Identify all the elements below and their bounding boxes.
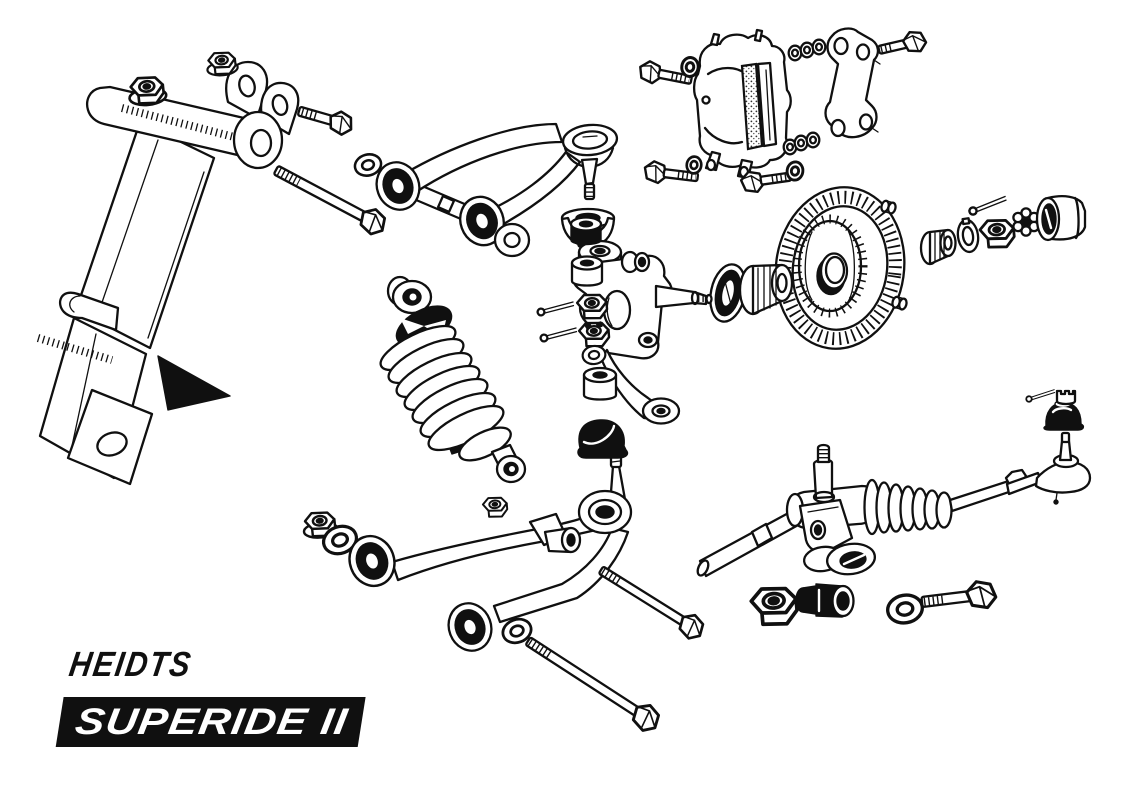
caliper-shim-washers-top [787, 38, 827, 62]
upper-ball-joint [580, 157, 599, 201]
coil-spring [379, 324, 505, 455]
spindle-cotter-pin [966, 195, 1009, 217]
lca-rear-bushing [440, 596, 500, 658]
lca-pivot-bolt-front [598, 566, 710, 644]
caliper-washer-2 [684, 154, 704, 176]
caliper-mount-bracket [824, 27, 881, 139]
inner-wheel-bearing [738, 263, 794, 316]
shock-nut [481, 495, 509, 520]
tie-rod-castle-nut [1055, 389, 1077, 406]
caliper-bolt-4 [877, 27, 929, 56]
brand-wordmark: HEIDTS [67, 645, 195, 684]
lca-pivot-bolt-rear [525, 636, 666, 737]
inner-tie-rod [948, 468, 1043, 513]
caliper-washer-3 [784, 159, 806, 183]
lower-ball-joint [577, 450, 633, 535]
frame-bracket [36, 60, 300, 486]
bracket-lock-nut-large [126, 74, 169, 108]
rack-bellows-boot [863, 478, 953, 536]
lower-ball-joint-boot [577, 419, 629, 459]
knuckle-spacer-small [570, 255, 604, 287]
bracket-lock-nut-small [204, 49, 240, 78]
wheel-stud-1 [880, 199, 897, 215]
rack-mount-nut [748, 584, 800, 629]
knuckle-stack-bushing [569, 216, 603, 246]
wheel-stud-2 [891, 295, 908, 311]
model-wordmark: SUPERIDE II [72, 700, 351, 742]
uca-shaft-washer [493, 222, 531, 258]
outer-wheel-bearing [919, 228, 957, 266]
rack-pinion-shaft [812, 443, 836, 504]
bracket-short-bolt [297, 105, 357, 139]
dust-cap [1035, 195, 1087, 242]
brake-caliper [692, 28, 792, 180]
knuckle-cotter-pin-2 [538, 326, 579, 343]
lower-control-arm [390, 510, 630, 624]
model-banner [55, 697, 366, 747]
knuckle-spacer-large [582, 366, 618, 401]
caliper-bolt-1 [636, 58, 693, 86]
caliper-shim-washers-bottom [782, 131, 821, 156]
knuckle-cotter-pin-1 [535, 300, 576, 317]
rack-mount-washer [883, 590, 927, 628]
spindle-nut-lock [1012, 207, 1040, 237]
coilover-shock-lower [458, 426, 527, 484]
spindle-nut [977, 217, 1017, 251]
upper-control-arm [400, 122, 619, 228]
knuckle-castle-nut [577, 320, 611, 349]
spindle-thrust-washer [956, 217, 980, 254]
tie-rod-cotter-pin [1024, 388, 1057, 404]
rack-mount-bolt [920, 578, 999, 612]
brake-rotor-hub [774, 186, 906, 350]
rack-mount-flange [798, 498, 877, 576]
tie-rod-end [1034, 431, 1092, 505]
rack-mount-bushing [795, 583, 855, 618]
bracket-long-bolt [273, 165, 391, 240]
caliper-washer-1 [679, 54, 701, 80]
brake-pads [740, 61, 778, 151]
